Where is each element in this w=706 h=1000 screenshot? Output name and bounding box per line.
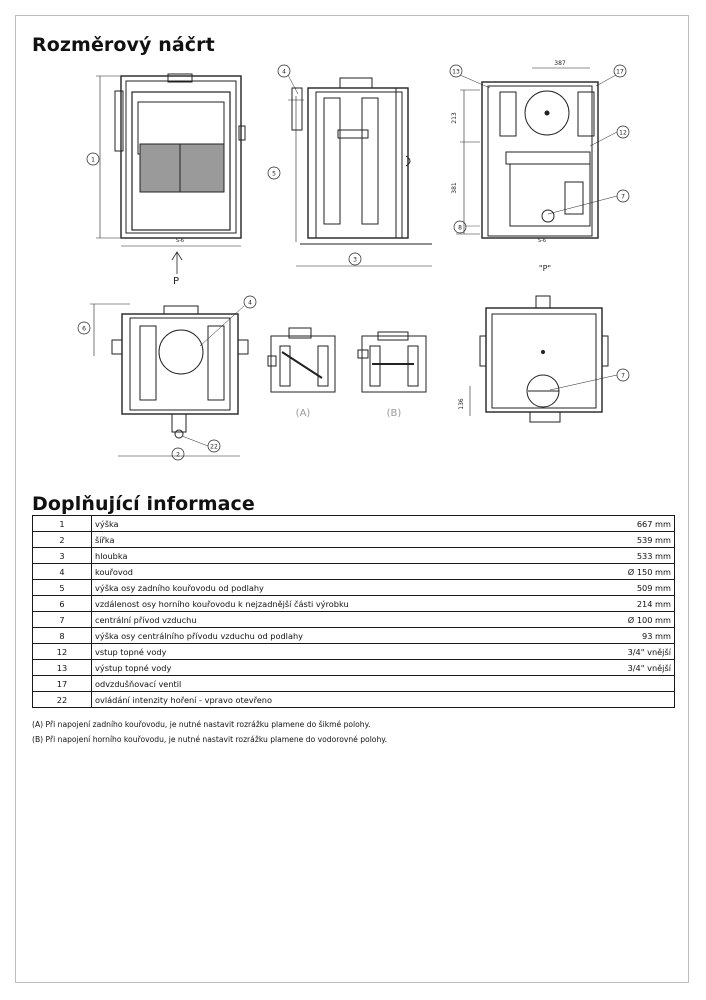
- callout-13: 13: [452, 69, 460, 76]
- callout-8: 8: [458, 225, 462, 232]
- cell-value: 509 mm: [580, 579, 675, 596]
- callout-7b: 7: [621, 373, 625, 380]
- cell-value: 3/4" vnější: [580, 659, 675, 676]
- cell-num: 12: [32, 643, 92, 660]
- note-b: (B) Při napojení horního kouřovodu, je n…: [32, 735, 388, 744]
- cell-label: výška: [90, 515, 581, 532]
- cell-label: výška osy centrálního přívodu vzduchu od…: [90, 627, 581, 644]
- page-frame: [15, 15, 689, 983]
- cell-value: 3/4" vnější: [580, 643, 675, 660]
- cell-num: 6: [32, 595, 92, 612]
- section-title-sketch: Rozměrový náčrt: [32, 34, 215, 56]
- cell-value: Ø 150 mm: [580, 563, 675, 580]
- cell-num: 4: [32, 563, 92, 580]
- detail-b: [357, 331, 427, 393]
- leader-lines: [181, 74, 618, 447]
- cell-num: 8: [32, 627, 92, 644]
- section-title-info: Doplňující informace: [32, 493, 255, 515]
- cell-label: hloubka: [90, 547, 581, 564]
- view-p-label: "P": [539, 264, 551, 273]
- cell-label: šířka: [90, 531, 581, 548]
- cell-label: kouřovod: [90, 563, 581, 580]
- top-view: [90, 303, 249, 457]
- front-view: [96, 73, 246, 274]
- cell-value: 533 mm: [580, 547, 675, 564]
- dim-381: 381: [451, 182, 458, 194]
- callout-circles: [77, 64, 630, 461]
- cell-label: vstup topné vody: [90, 643, 581, 660]
- callout-6: 6: [82, 326, 86, 333]
- cell-label: ovládání intenzity hoření - vpravo otevř…: [90, 691, 581, 708]
- callout-numbers: 1 5 4 3 13 17 12 7 8 4 6 2 22 7 387 213 …: [82, 60, 627, 459]
- arrow-p-label: P: [173, 276, 179, 287]
- dim-136: 136: [458, 398, 465, 410]
- cell-label: výstup topné vody: [90, 659, 581, 676]
- callout-4: 4: [282, 69, 286, 76]
- callout-22: 22: [210, 444, 218, 451]
- cell-num: 22: [32, 691, 92, 708]
- cell-label: vzdálenost osy horního kouřovodu k nejza…: [90, 595, 581, 612]
- cell-num: 1: [32, 515, 92, 532]
- cell-value: [580, 691, 675, 708]
- callout-3: 3: [353, 257, 357, 264]
- cell-value: [580, 675, 675, 692]
- bottom-view: [469, 295, 609, 423]
- s6-front: S-6: [176, 238, 184, 244]
- technical-drawing: 1 5 4 3 13 17 12 7 8 4 6 2 22 7 387 213 …: [77, 60, 630, 461]
- cell-num: 7: [32, 611, 92, 628]
- cell-num: 2: [32, 531, 92, 548]
- rear-view: [456, 67, 599, 239]
- cell-value: Ø 100 mm: [580, 611, 675, 628]
- cell-num: 17: [32, 675, 92, 692]
- cell-value: 667 mm: [580, 515, 675, 532]
- callout-12: 12: [619, 130, 627, 137]
- side-view: [288, 77, 432, 267]
- cell-label: odvzdušňovací ventil: [90, 675, 581, 692]
- cell-num: 3: [32, 547, 92, 564]
- callout-4b: 4: [248, 300, 252, 307]
- cell-value: 93 mm: [580, 627, 675, 644]
- cell-label: centrální přívod vzduchu: [90, 611, 581, 628]
- cell-value: 214 mm: [580, 595, 675, 612]
- s6-rear: S-6: [538, 238, 546, 244]
- callout-1: 1: [91, 157, 95, 164]
- dimension-sketch: 1 5 4 3 13 17 12 7 8 4 6 2 22 7 387 213 …: [60, 56, 680, 466]
- callout-5: 5: [272, 171, 276, 178]
- cell-num: 5: [32, 579, 92, 596]
- detail-a-label: (A): [296, 408, 311, 419]
- note-a: (A) Při napojení zadního kouřovodu, je n…: [32, 720, 371, 729]
- cell-value: 539 mm: [580, 531, 675, 548]
- callout-2: 2: [176, 452, 180, 459]
- dim-213: 213: [451, 112, 458, 124]
- callout-17: 17: [616, 69, 624, 76]
- cell-num: 13: [32, 659, 92, 676]
- cell-label: výška osy zadního kouřovodu od podlahy: [90, 579, 581, 596]
- callout-7: 7: [621, 194, 625, 201]
- dim-387: 387: [554, 60, 566, 67]
- detail-a: [267, 327, 336, 393]
- detail-b-label: (B): [387, 408, 402, 419]
